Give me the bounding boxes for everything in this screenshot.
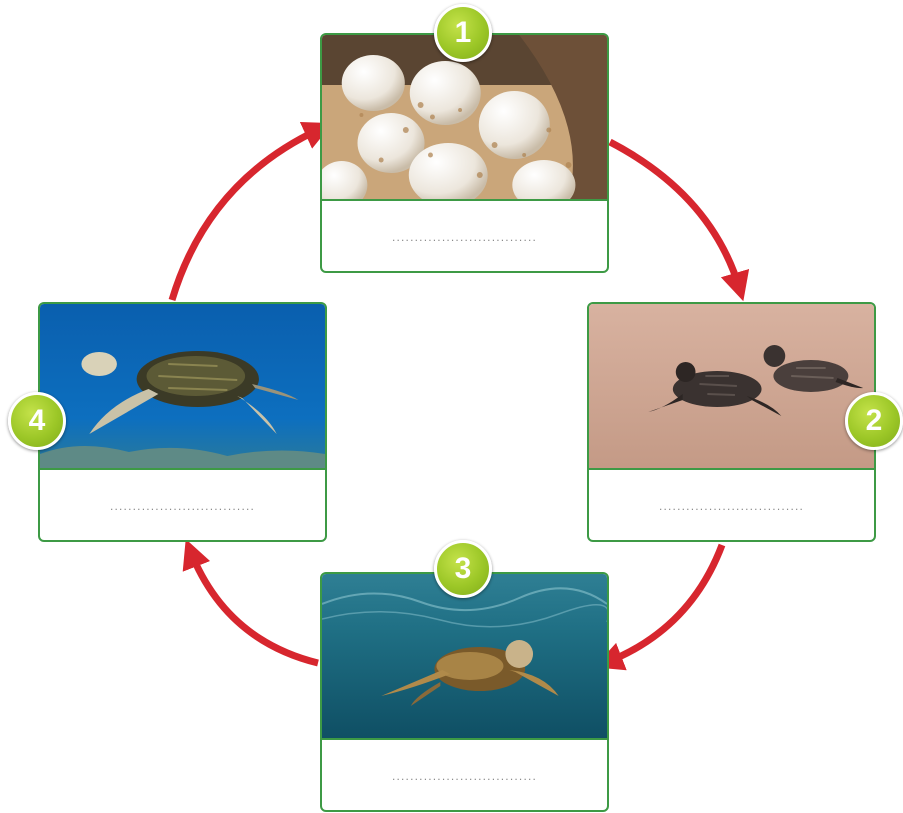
stage-badge-3: 3: [434, 540, 492, 598]
hatchlings-photo: [589, 304, 874, 468]
arrow-2-to-3: [605, 545, 722, 663]
answer-dots-4: ................................: [110, 499, 255, 513]
stage-card-1: ................................: [320, 33, 609, 273]
stage-card-4: ................................: [38, 302, 327, 542]
answer-dots-2: ................................: [659, 499, 804, 513]
answer-dots-1: ................................: [392, 230, 537, 244]
arrow-3-to-4: [190, 550, 318, 663]
answer-line-4[interactable]: ................................: [40, 468, 325, 540]
stage-badge-1: 1: [434, 4, 492, 62]
answer-dots-3: ................................: [392, 769, 537, 783]
young-turtle-photo: [322, 574, 607, 738]
answer-line-1[interactable]: ................................: [322, 199, 607, 271]
adult-turtle-photo: [40, 304, 325, 468]
stage-badge-4: 4: [8, 392, 66, 450]
answer-line-3[interactable]: ................................: [322, 738, 607, 810]
arrow-1-to-2: [610, 142, 740, 290]
stage-badge-2: 2: [845, 392, 903, 450]
stage-card-2: ................................: [587, 302, 876, 542]
arrow-4-to-1: [172, 128, 322, 300]
stage-card-3: ................................: [320, 572, 609, 812]
answer-line-2[interactable]: ................................: [589, 468, 874, 540]
